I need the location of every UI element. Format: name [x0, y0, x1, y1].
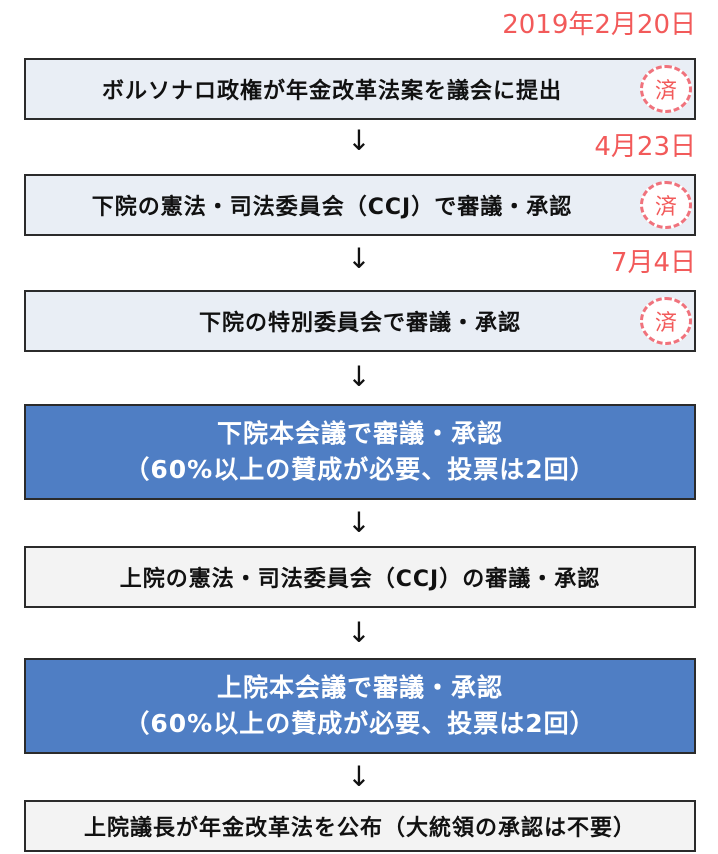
- step-4-box: 下院本会議で審議・承認 （60%以上の賛成が必要、投票は2回）: [24, 404, 696, 500]
- step-1-box: ボルソナロ政権が年金改革法案を議会に提出 済: [24, 58, 696, 120]
- step-6-box: 上院本会議で審議・承認 （60%以上の賛成が必要、投票は2回）: [24, 658, 696, 754]
- step-5-box: 上院の憲法・司法委員会（CCJ）の審議・承認: [24, 546, 696, 608]
- step-7-label: 上院議長が年金改革法を公布（大統領の承認は不要）: [83, 816, 636, 841]
- step-2-done-badge: 済: [640, 181, 692, 229]
- step-2-date: 4月23日: [594, 132, 696, 162]
- step-6-title: 上院本会議で審議・承認: [216, 673, 503, 702]
- arrow-3: ↓: [347, 360, 371, 393]
- arrow-5: ↓: [347, 616, 371, 649]
- step-3-date: 7月4日: [610, 248, 696, 278]
- step-5-label: 上院の憲法・司法委員会（CCJ）の審議・承認: [119, 567, 601, 592]
- step-2-label: 下院の憲法・司法委員会（CCJ）で審議・承認: [91, 195, 573, 220]
- step-3-box: 下院の特別委員会で審議・承認 済: [24, 290, 696, 352]
- step-3-label: 下院の特別委員会で審議・承認: [198, 311, 521, 336]
- step-1-done-badge: 済: [640, 65, 692, 113]
- step-4-note: （60%以上の賛成が必要、投票は2回）: [124, 455, 596, 484]
- step-1-label: ボルソナロ政権が年金改革法案を議会に提出: [101, 79, 562, 104]
- step-4-title: 下院本会議で審議・承認: [216, 419, 503, 448]
- arrow-1: ↓: [347, 124, 371, 157]
- step-1-date: 2019年2月20日: [502, 10, 696, 40]
- arrow-2: ↓: [347, 242, 371, 275]
- step-2-box: 下院の憲法・司法委員会（CCJ）で審議・承認 済: [24, 174, 696, 236]
- step-3-done-badge: 済: [640, 297, 692, 345]
- arrow-6: ↓: [347, 760, 371, 793]
- step-7-box: 上院議長が年金改革法を公布（大統領の承認は不要）: [24, 800, 696, 852]
- step-6-note: （60%以上の賛成が必要、投票は2回）: [124, 709, 596, 738]
- arrow-4: ↓: [347, 506, 371, 539]
